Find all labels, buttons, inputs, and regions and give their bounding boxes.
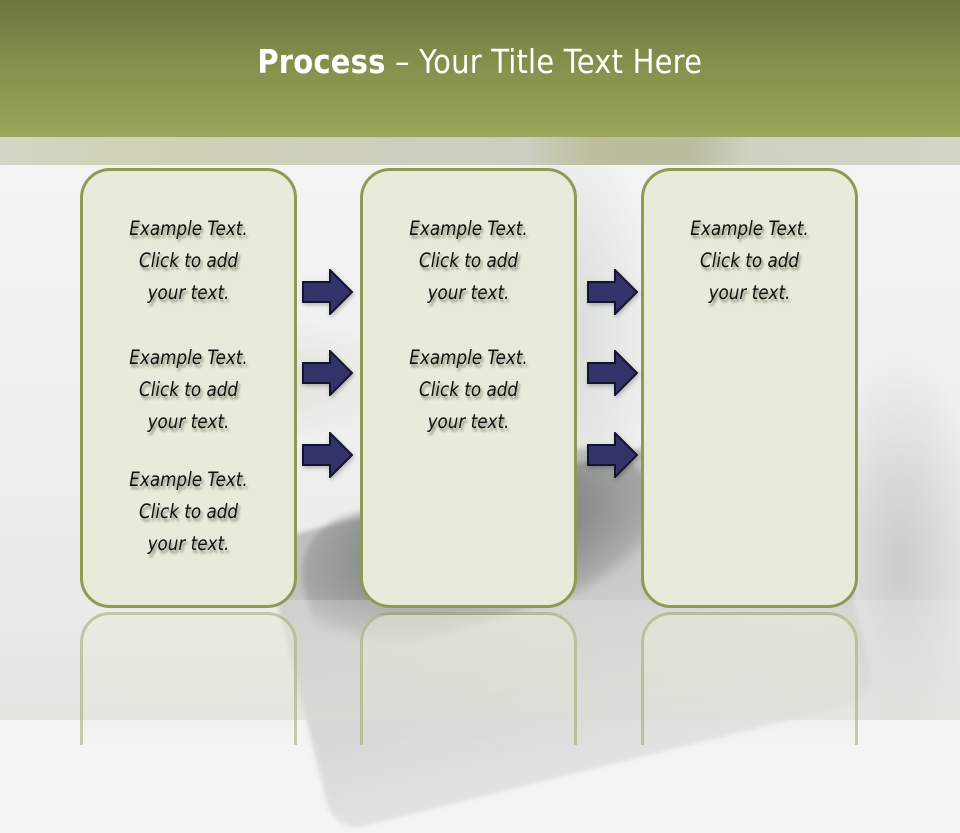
right-arrow-icon [302,269,354,315]
text-line: Example Text. [129,468,248,491]
text-line: Example Text. [690,217,809,240]
text-placeholder[interactable]: Example Text. Click to add your text. [363,213,574,309]
text-placeholder[interactable]: Example Text. Click to add your text. [83,213,294,309]
title-band: Process – Your Title Text Here [0,0,960,137]
text-line: Click to add [138,500,239,523]
title-bold-part: Process [257,42,386,81]
text-line: your text. [147,281,230,304]
right-arrow-icon [302,432,354,478]
text-line: Example Text. [129,346,248,369]
text-line: Example Text. [129,217,248,240]
text-line: Click to add [699,249,800,272]
right-arrow-icon [587,350,639,396]
text-line: your text. [427,281,510,304]
header-accent-strip [0,137,960,165]
text-placeholder[interactable]: Example Text. Click to add your text. [644,213,855,309]
text-line: your text. [147,410,230,433]
text-line: Example Text. [409,217,528,240]
text-line: Click to add [138,378,239,401]
process-box-3[interactable]: Example Text. Click to add your text. [641,168,858,608]
box-2-reflection [360,612,577,745]
slide-title[interactable]: Process – Your Title Text Here [258,42,703,81]
text-placeholder[interactable]: Example Text. Click to add your text. [363,342,574,438]
text-line: Click to add [418,378,519,401]
text-line: Example Text. [409,346,528,369]
text-line: your text. [427,410,510,433]
box-1-reflection [80,612,297,745]
title-rest-part: – Your Title Text Here [385,42,703,81]
right-arrow-icon [587,269,639,315]
process-box-1[interactable]: Example Text. Click to add your text. Ex… [80,168,297,608]
text-line: Click to add [138,249,239,272]
process-box-2[interactable]: Example Text. Click to add your text. Ex… [360,168,577,608]
text-placeholder[interactable]: Example Text. Click to add your text. [83,464,294,560]
text-line: your text. [708,281,791,304]
box-3-reflection [641,612,858,745]
text-line: Click to add [418,249,519,272]
text-line: your text. [147,532,230,555]
right-arrow-icon [302,350,354,396]
text-placeholder[interactable]: Example Text. Click to add your text. [83,342,294,438]
right-arrow-icon [587,432,639,478]
